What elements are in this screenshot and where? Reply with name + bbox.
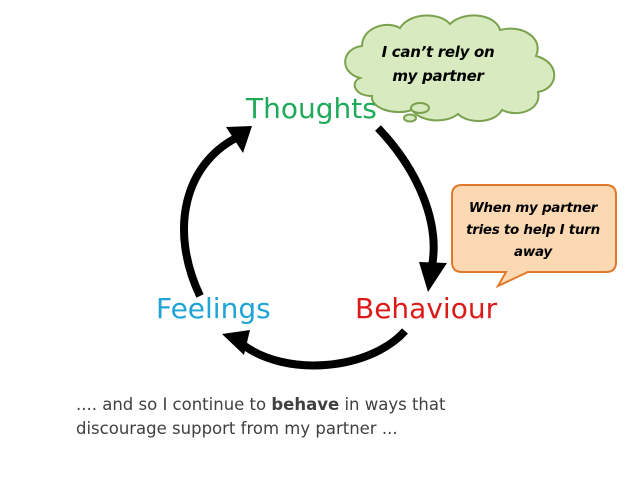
thought-bubble-line-2: my partner xyxy=(392,67,484,85)
thought-bubble-text: I can’t rely on my partner xyxy=(380,40,496,88)
thought-bubble-line-1: I can’t rely on xyxy=(381,43,495,61)
thought-cloud xyxy=(344,14,556,123)
caption-bold-behave: behave xyxy=(271,395,340,414)
arrowheads xyxy=(222,126,447,355)
caption-part-2: in ways that xyxy=(339,395,446,414)
speech-bubble-shape xyxy=(451,184,617,289)
thought-cloud-dot-large xyxy=(410,102,430,114)
arrow-behaviour-to-feelings xyxy=(239,328,408,370)
arrowhead-thoughts xyxy=(226,126,252,153)
speech-bubble-line-3: away xyxy=(514,244,552,260)
thought-cloud-dot-small xyxy=(403,113,417,123)
speech-bubble-line-1: When my partner xyxy=(468,200,598,216)
caption-line-1: .... and so I continue to behave in ways… xyxy=(76,393,576,417)
node-behaviour: Behaviour xyxy=(355,292,498,325)
arrow-feelings-to-thoughts xyxy=(180,134,238,298)
arrowhead-behaviour xyxy=(419,262,447,292)
speech-bubble-line-2: tries to help I turn xyxy=(466,222,600,238)
caption-line-2: discourage support from my partner ... xyxy=(76,419,398,438)
speech-bubble-text: When my partner tries to help I turn awa… xyxy=(458,197,608,263)
cycle-arrows xyxy=(180,125,438,370)
arrow-thoughts-to-behaviour xyxy=(375,125,438,267)
node-feelings: Feelings xyxy=(156,292,271,325)
caption: .... and so I continue to behave in ways… xyxy=(76,393,576,441)
node-thoughts: Thoughts xyxy=(246,92,377,125)
caption-part-1: .... and so I continue to xyxy=(76,395,272,414)
arrowhead-feelings xyxy=(222,330,250,355)
